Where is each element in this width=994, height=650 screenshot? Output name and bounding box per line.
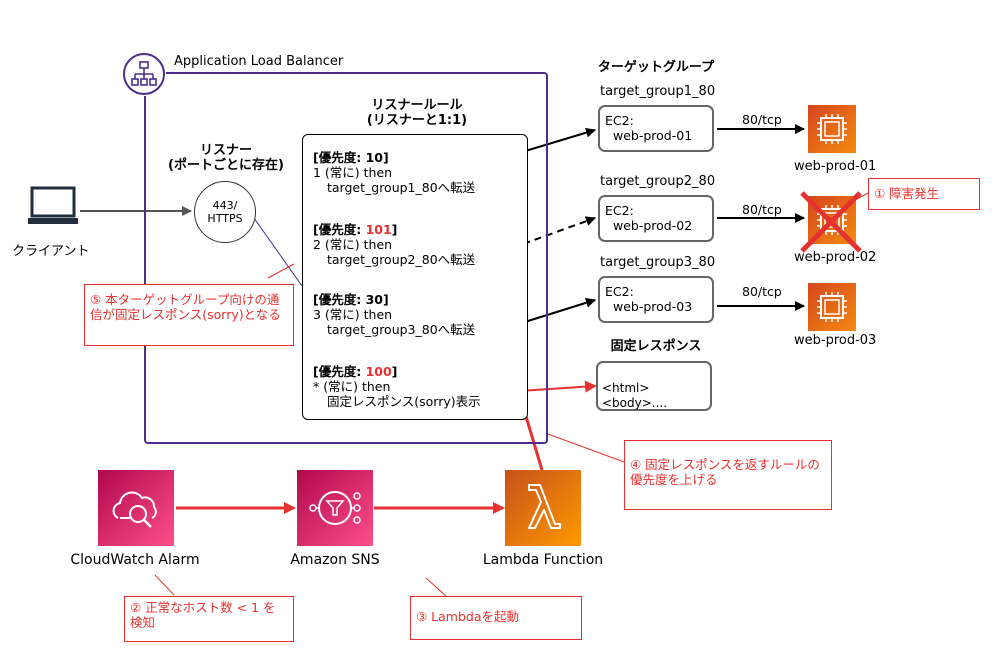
tg2-instance: web-prod-02 [613,218,693,233]
listener-rule-heading: リスナールール (リスナーと1:1) [342,98,492,128]
rule-3-condition: 3 (常に) then [313,307,393,322]
ec2-1-label: web-prod-01 [794,159,877,174]
listener-heading-line2: (ポートごとに存在) [168,158,284,173]
listener-rule-heading-line1: リスナールール [371,98,463,113]
callout-3: ③ Lambdaを起動 [410,596,582,640]
tg1-instance: web-prod-01 [613,128,693,143]
rule-4-suffix: ] [391,364,398,379]
rule-3-action: target_group3_80へ転送 [327,322,476,337]
callout-5: ⑤ 本ターゲットグループ向けの通信が固定レスポンス(sorry)となる [84,284,294,346]
alb-title: Application Load Balancer [174,54,344,69]
listener-protocol: HTTPS [207,212,243,225]
listener-to-rules-line [253,217,303,287]
callout4-leader [547,433,625,463]
fixed-response-box: <html><body>.... [596,361,712,411]
fixed-response-content: <html><body>.... [602,381,668,410]
rule-4-action: 固定レスポンス(sorry)表示 [327,394,481,409]
ec2-instance-icon [808,105,856,153]
rule-item-3: [優先度: 30] 3 (常に) then target_group3_80へ転… [313,292,475,337]
rule-4-prefix: [優先度: [313,364,366,379]
alb-container [144,72,548,444]
tg2-port: 80/tcp [742,202,782,217]
sns-label: Amazon SNS [290,552,380,568]
rule-4-priority: 100 [365,364,392,379]
rule-1-condition: 1 (常に) then [313,165,393,180]
rule-3-priority: 30 [365,292,383,307]
ec2-2-label: web-prod-02 [794,250,877,265]
rule-1-action: target_group1_80へ転送 [327,180,476,195]
load-balancer-icon [122,52,166,96]
target-group-heading: ターゲットグループ [597,60,715,75]
listener-rule-box [302,134,528,420]
callout-2: ② 正常なホスト数 < 1 を検知 [124,596,294,642]
rule-2-prefix: [優先度: [313,222,366,237]
rule-1-prefix: [優先度: [313,150,366,165]
tg3-box: EC2: web-prod-03 [598,276,714,323]
tg2-name: target_group2_80 [600,174,716,189]
tg1-name: target_group1_80 [600,84,716,99]
rule-2-condition: 2 (常に) then [313,237,393,252]
tg3-ec2-label: EC2: [605,284,634,299]
tg1-port: 80/tcp [742,112,782,127]
client-computer-icon [26,186,80,236]
callout-1: ① 障害発生 [868,178,980,210]
sns-icon [297,470,373,546]
rule-1-suffix: ] [382,150,389,165]
client-label: クライアント [12,244,90,259]
listener-node: 443/ HTTPS [194,181,256,243]
tg2-ec2-label: EC2: [605,203,634,218]
rule-2-priority: 101 [365,222,392,237]
callout3-leader [425,577,447,597]
tg3-instance: web-prod-03 [613,299,693,314]
callout-4: ④ 固定レスポンスを返すルールの優先度を上げる [624,440,832,510]
ec2-3-label: web-prod-03 [794,333,877,348]
tg2-box: EC2: web-prod-02 [598,195,714,242]
lambda-label: Lambda Function [482,552,604,568]
tg3-port: 80/tcp [742,284,782,299]
tg3-name: target_group3_80 [600,255,716,270]
rule-3-prefix: [優先度: [313,292,366,307]
lambda-icon [505,470,581,546]
rule-item-4: [優先度: 100] * (常に) then 固定レスポンス(sorry)表示 [313,364,481,409]
listener-heading-line1: リスナー [199,143,252,158]
fixed-response-heading: 固定レスポンス [610,339,702,354]
callout2-leader [154,574,175,596]
rule-2-action: target_group2_80へ転送 [327,252,476,267]
rule-item-1: [優先度: 10] 1 (常に) then target_group1_80へ転… [313,150,475,195]
tg1-ec2-label: EC2: [605,113,634,128]
listener-rule-heading-line2: (リスナーと1:1) [366,113,468,128]
rule-1-priority: 10 [365,150,383,165]
cloudwatch-alarm-label: CloudWatch Alarm [70,552,200,568]
tg1-box: EC2: web-prod-01 [598,105,714,152]
rule-4-condition: * (常に) then [313,379,391,394]
rule-3-suffix: ] [382,292,389,307]
rule-2-suffix: ] [391,222,398,237]
failure-x-icon [798,189,864,259]
cloudwatch-alarm-icon [98,470,174,546]
listener-heading: リスナー (ポートごとに存在) [158,143,294,173]
rule-item-2: [優先度: 101] 2 (常に) then target_group2_80へ… [313,222,475,267]
listener-port: 443/ [212,199,238,212]
callout5-leader [267,263,295,279]
ec2-instance-icon [808,283,856,331]
